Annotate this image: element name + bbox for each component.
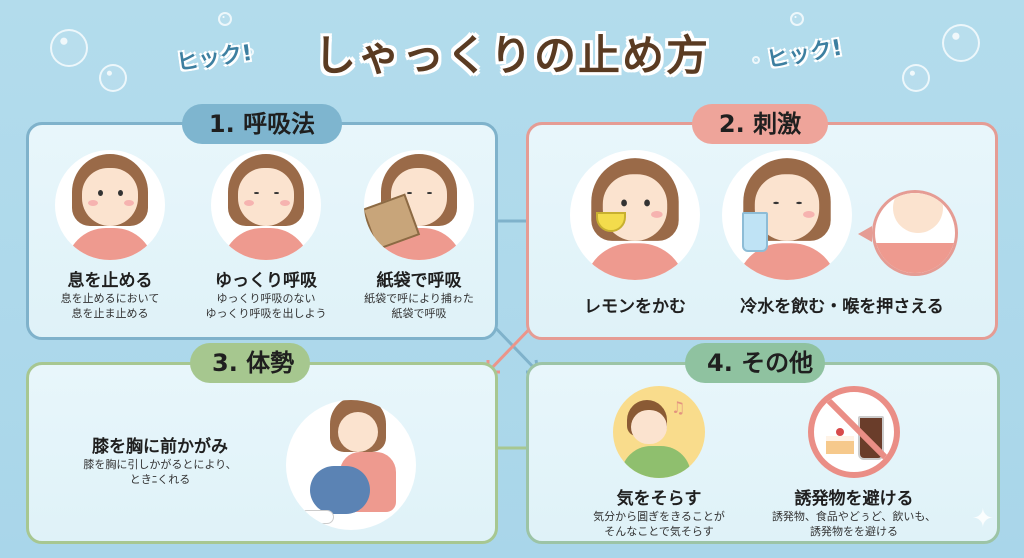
- person-hugging-knees-icon: [286, 400, 416, 530]
- method-avoid-triggers: 誘発物を避ける 誘発物、食品やどぅど、飲いも、 誘発物をを避ける: [754, 386, 954, 539]
- bubble-decoration: [902, 64, 930, 92]
- bubble-decoration: [50, 29, 88, 67]
- section-other-panel: [526, 362, 1000, 544]
- sparkle-icon: ✦: [972, 504, 994, 534]
- method-hold-breath: 息を止める 息を止めるにおいて 息を止ま止める: [40, 150, 180, 321]
- section-other-badge: 4. その他: [685, 343, 825, 383]
- person-holding-breath-icon: [55, 150, 165, 260]
- method-distraction: ♫ 気をそらす 気分から圓ぎをきることが そんなことで気そらす: [574, 386, 744, 539]
- bubble-decoration: [752, 56, 760, 64]
- method-knees-to-chest: 膝を胸に前かがみ 膝を胸に引しかがるとにより、 ときﾆくれる: [83, 437, 237, 486]
- person-paper-bag-icon: [364, 150, 474, 260]
- method-paper-bag: 紙袋で呼吸 紙袋で呼により捕ゎた 紙袋で呼吸: [344, 150, 494, 321]
- method-slow-breathing: ゆっくり呼吸 ゆっくり呼吸のない ゆっくり呼吸を出しよう: [186, 150, 346, 321]
- section-posture-badge: 3. 体勢: [190, 343, 310, 383]
- method-lemon: レモンをかむ: [560, 150, 710, 317]
- section-stimulation-badge: 2. 刺激: [692, 104, 828, 144]
- person-lemon-icon: [570, 150, 700, 280]
- page-title: しゃっくりの止め方: [313, 31, 710, 80]
- person-slow-breathing-icon: [211, 150, 321, 260]
- method-cold-water: 冷水を飲む・喉を押さえる: [712, 150, 972, 317]
- bubble-decoration: [218, 12, 232, 26]
- bubble-decoration: [942, 24, 980, 62]
- boy-distraction-icon: ♫: [613, 386, 705, 478]
- bubble-decoration: [99, 64, 127, 92]
- no-cake-drink-icon: [808, 386, 900, 478]
- bubble-decoration: [246, 48, 254, 56]
- bubble-decoration: [790, 12, 804, 26]
- person-cold-water-icon: [722, 150, 852, 280]
- throat-press-icon: [872, 190, 958, 276]
- section-breathing-badge: 1. 呼吸法: [182, 104, 342, 144]
